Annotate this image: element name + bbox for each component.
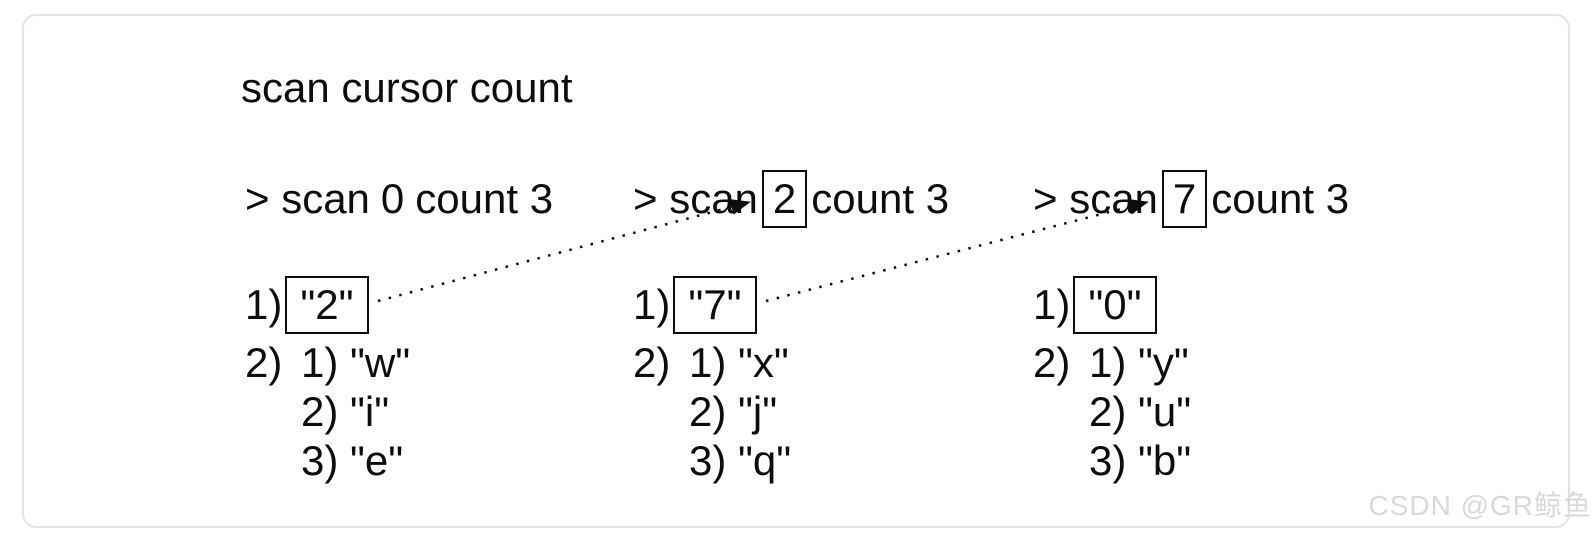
reply-block-3: 1) "0" 2) 1) "y" 2) "u" 3) "b" (1033, 272, 1191, 485)
command-cursor-value: 0 (380, 175, 405, 222)
diagram-title: scan cursor count (241, 64, 573, 111)
command-suffix: count 3 (811, 175, 950, 222)
reply-next-cursor-box: "7" (673, 275, 757, 335)
reply-row-item: 1) "w" (301, 338, 411, 386)
reply-row: 2) 1) "x" (633, 338, 791, 387)
reply-row: 2) "j" (633, 387, 791, 436)
reply-row-outer-index: 2) (633, 338, 671, 386)
command-suffix: count 3 (415, 175, 554, 222)
reply-row-item: 3) "q" (689, 436, 792, 484)
command-prefix: > scan (633, 175, 758, 222)
reply-row: 2) 1) "w" (245, 338, 410, 387)
reply-row: 2) "i" (245, 387, 410, 436)
reply-row: 3) "b" (1033, 436, 1191, 485)
reply-row-outer-index: 2) (1033, 338, 1071, 386)
reply-row: 3) "q" (633, 436, 791, 485)
reply-row-item: 2) "i" (301, 387, 390, 435)
reply-index: 1) (633, 281, 671, 328)
reply-next-cursor-box: "0" (1073, 275, 1157, 335)
csdn-watermark: CSDN @GR鲸鱼 (1368, 490, 1592, 521)
reply-row: 2) "u" (1033, 387, 1191, 436)
command-scan-0: > scan 0 count 3 (245, 166, 553, 232)
command-suffix: count 3 (1211, 175, 1350, 222)
reply-row-item: 2) "u" (1089, 387, 1192, 435)
reply-cursor-line: 1) "2" (245, 272, 410, 338)
command-scan-7: > scan 7 count 3 (1033, 166, 1349, 232)
reply-next-cursor-box: "2" (285, 275, 369, 335)
reply-index: 1) (245, 281, 283, 328)
reply-index: 1) (1033, 281, 1071, 328)
reply-row-outer-index: 2) (245, 338, 283, 386)
command-cursor-box: 2 (761, 169, 808, 229)
reply-row: 2) 1) "y" (1033, 338, 1191, 387)
reply-row: 3) "e" (245, 436, 410, 485)
command-prefix: > scan (245, 175, 370, 222)
command-prefix: > scan (1033, 175, 1158, 222)
reply-row-item: 3) "e" (301, 436, 404, 484)
reply-row-item: 2) "j" (689, 387, 778, 435)
command-cursor-box: 7 (1161, 169, 1208, 229)
reply-block-1: 1) "2" 2) 1) "w" 2) "i" 3) "e" (245, 272, 410, 485)
reply-cursor-line: 1) "7" (633, 272, 791, 338)
command-scan-2: > scan 2 count 3 (633, 166, 949, 232)
reply-cursor-line: 1) "0" (1033, 272, 1191, 338)
reply-row-item: 3) "b" (1089, 436, 1192, 484)
reply-row-item: 1) "y" (1089, 338, 1189, 386)
reply-block-2: 1) "7" 2) 1) "x" 2) "j" 3) "q" (633, 272, 791, 485)
reply-row-item: 1) "x" (689, 338, 789, 386)
